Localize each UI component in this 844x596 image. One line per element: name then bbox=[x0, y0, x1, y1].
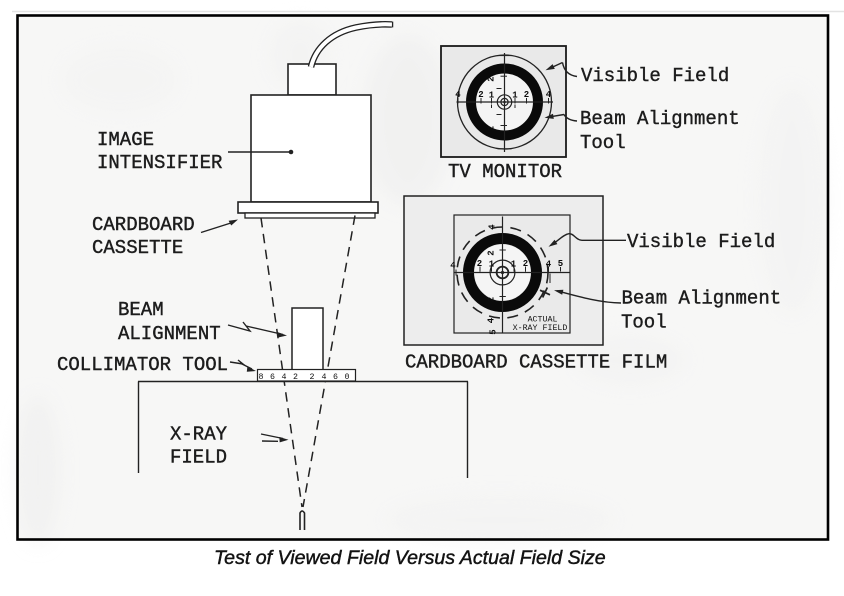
svg-text:2: 2 bbox=[487, 76, 497, 81]
svg-text:6: 6 bbox=[270, 373, 275, 382]
svg-text:Tool: Tool bbox=[621, 312, 667, 334]
svg-text:Beam Alignment: Beam Alignment bbox=[622, 288, 782, 310]
svg-text:ALIGNMENT: ALIGNMENT bbox=[118, 323, 221, 345]
svg-text:1: 1 bbox=[512, 91, 518, 101]
svg-text:4: 4 bbox=[488, 224, 498, 230]
svg-text:4: 4 bbox=[450, 261, 456, 271]
svg-text:5: 5 bbox=[489, 329, 499, 334]
svg-text:Beam Alignment: Beam Alignment bbox=[580, 108, 740, 130]
svg-text:2: 2 bbox=[478, 90, 483, 100]
svg-text:2: 2 bbox=[487, 250, 497, 255]
svg-text:BEAM: BEAM bbox=[118, 299, 164, 321]
svg-text:2: 2 bbox=[523, 259, 528, 269]
svg-text:1: 1 bbox=[511, 260, 517, 270]
svg-text:Tool: Tool bbox=[580, 132, 626, 154]
svg-text:CARDBOARD: CARDBOARD bbox=[92, 214, 195, 236]
svg-text:1: 1 bbox=[489, 260, 495, 270]
svg-text:5: 5 bbox=[558, 259, 563, 269]
svg-text:2: 2 bbox=[310, 373, 315, 382]
svg-text:COLLIMATOR TOOL: COLLIMATOR TOOL bbox=[57, 354, 228, 376]
svg-text:4: 4 bbox=[546, 260, 552, 270]
svg-text:FIELD: FIELD bbox=[170, 447, 227, 469]
svg-text:CASSETTE: CASSETTE bbox=[92, 237, 183, 259]
svg-text:TV MONITOR: TV MONITOR bbox=[448, 161, 562, 183]
svg-text:INTENSIFIER: INTENSIFIER bbox=[97, 152, 222, 174]
svg-text:4: 4 bbox=[487, 317, 497, 323]
svg-text:CARDBOARD CASSETTE FILM: CARDBOARD CASSETTE FILM bbox=[405, 352, 667, 374]
svg-text:4: 4 bbox=[322, 373, 327, 382]
svg-text:IMAGE: IMAGE bbox=[97, 129, 154, 151]
svg-text:X-RAY FIELD: X-RAY FIELD bbox=[513, 324, 568, 333]
svg-text:2: 2 bbox=[477, 259, 482, 269]
svg-text:Visible Field: Visible Field bbox=[627, 231, 775, 253]
svg-text:X-RAY: X-RAY bbox=[170, 424, 228, 446]
svg-text:4: 4 bbox=[282, 373, 287, 382]
svg-text:2: 2 bbox=[524, 90, 529, 100]
svg-text:0: 0 bbox=[345, 373, 350, 382]
svg-text:4: 4 bbox=[546, 90, 552, 100]
svg-text:Test of Viewed Field Versus Ac: Test of Viewed Field Versus Actual Field… bbox=[214, 547, 606, 569]
svg-text:1: 1 bbox=[489, 91, 495, 101]
svg-text:2: 2 bbox=[487, 297, 497, 302]
svg-text:8: 8 bbox=[259, 373, 264, 382]
svg-text:2: 2 bbox=[293, 373, 298, 382]
svg-text:2: 2 bbox=[487, 126, 497, 131]
svg-text:6: 6 bbox=[333, 373, 338, 382]
svg-text:Visible Field: Visible Field bbox=[581, 65, 729, 87]
svg-text:4: 4 bbox=[455, 90, 461, 100]
svg-text:ACTUAL: ACTUAL bbox=[528, 316, 558, 325]
